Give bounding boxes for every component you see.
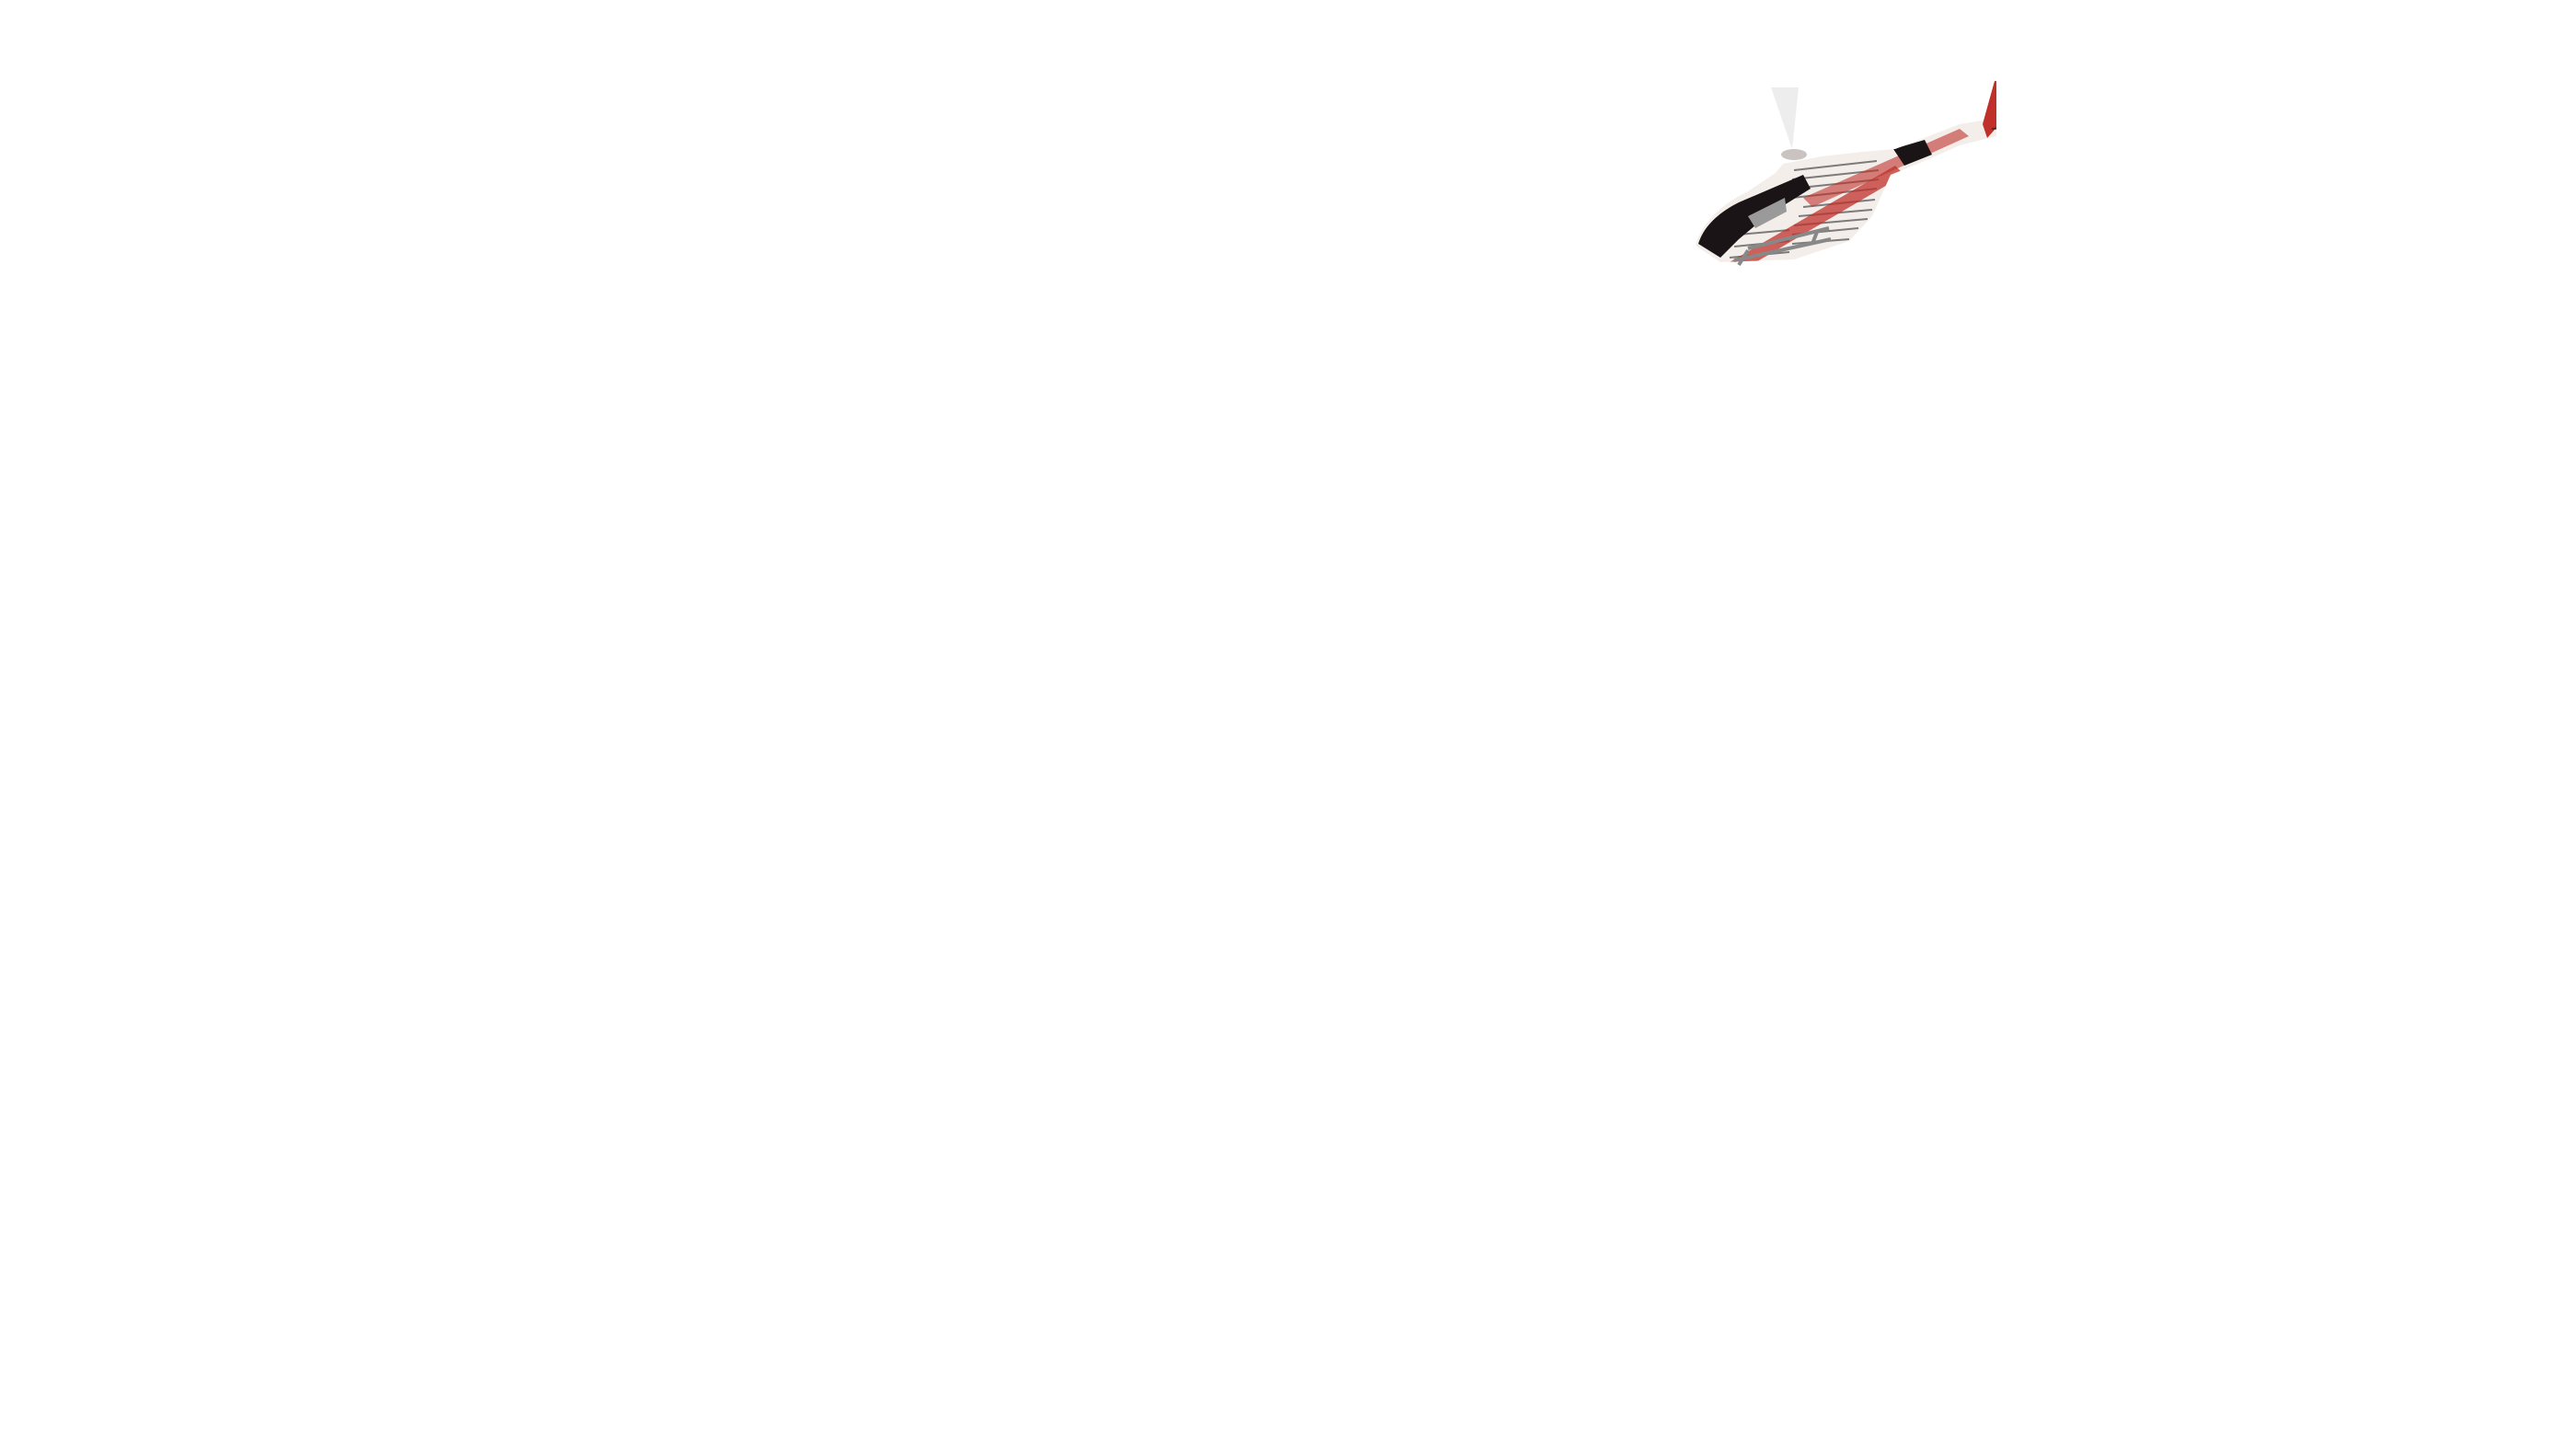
landing-skids xyxy=(1733,226,1832,267)
rotor-hub xyxy=(1781,149,1807,160)
tail-fin xyxy=(1983,81,1996,138)
helicopter-illustration xyxy=(1696,81,1996,267)
rotor-blur xyxy=(1771,87,1799,149)
